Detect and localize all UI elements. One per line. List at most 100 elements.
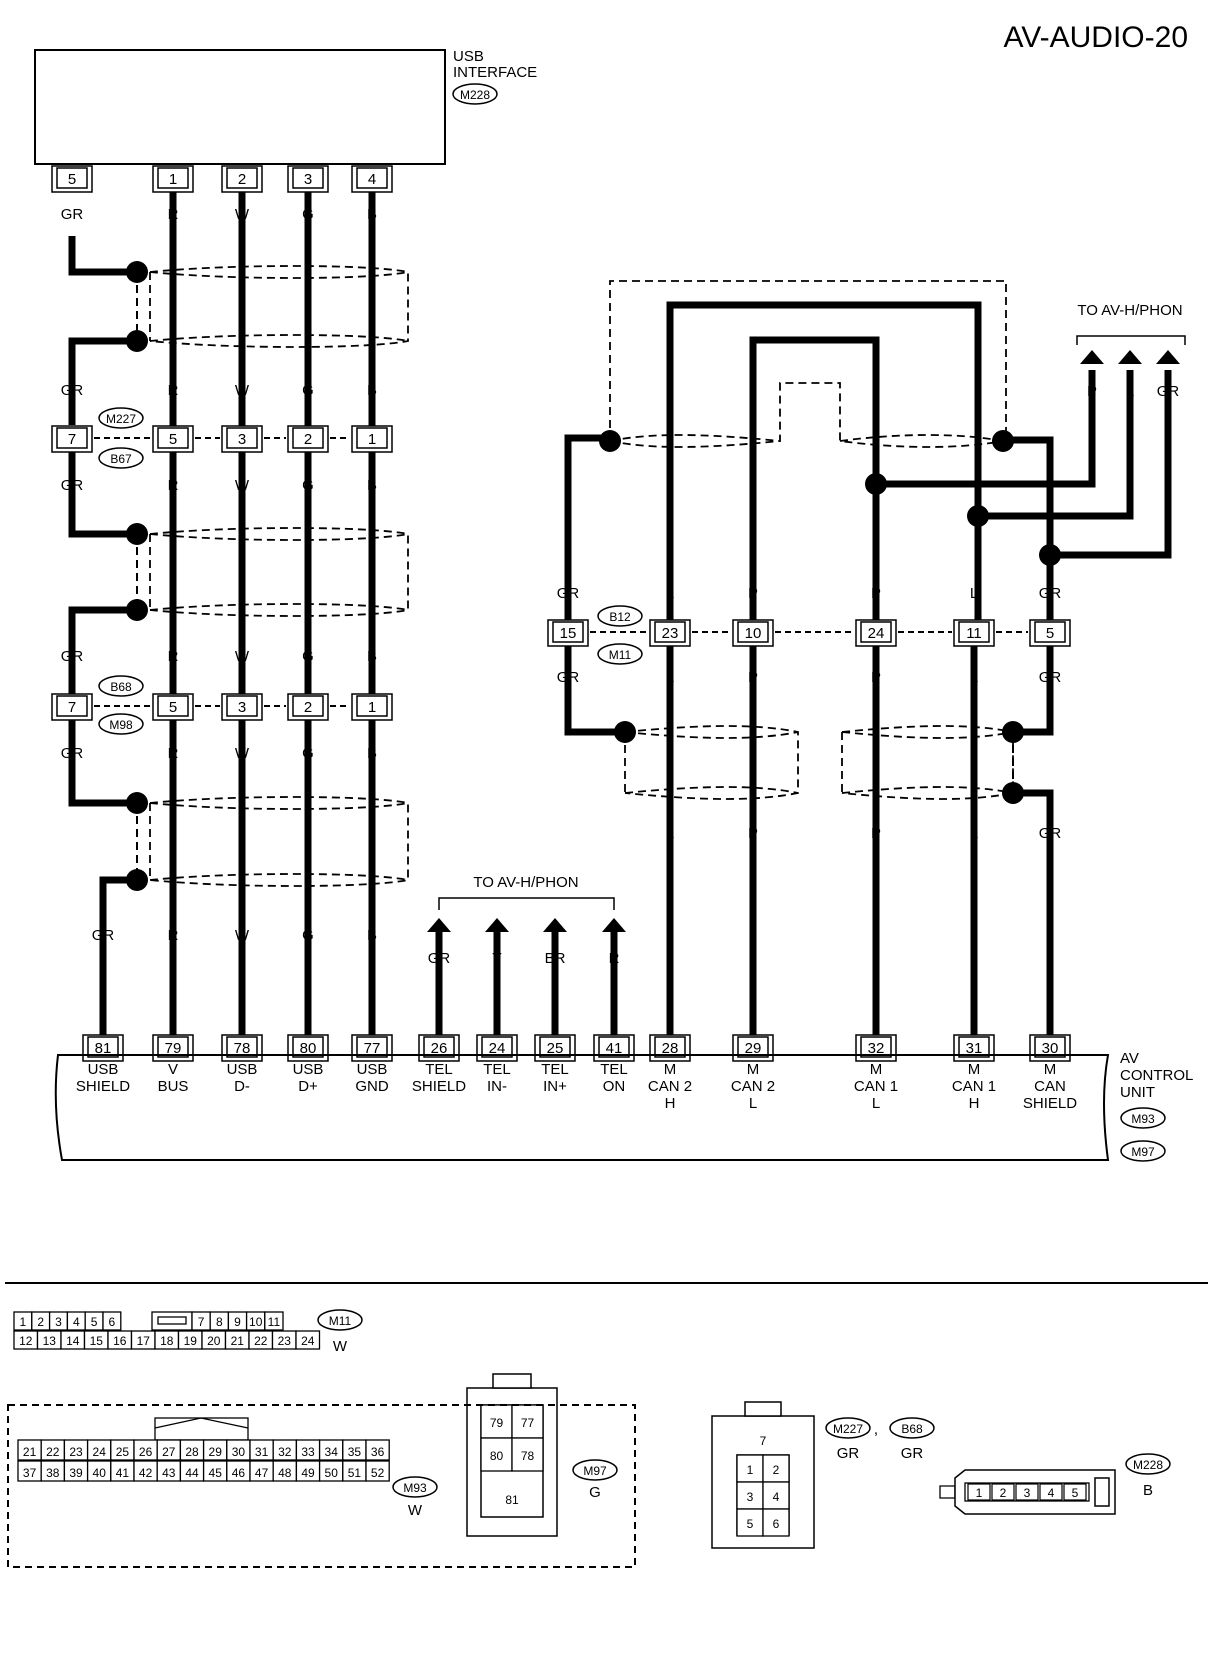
usb-wire-color-j1a-0: GR [61, 382, 84, 399]
m227-tab [744, 1401, 782, 1417]
m227-text-1: 1 [747, 1463, 754, 1477]
usb-wire-color-j2b-1: R [168, 745, 179, 762]
can-joint-pin-3-label: 24 [868, 625, 885, 642]
usb-interface-name-1: USB [453, 48, 484, 65]
shield-drain-dot-4 [126, 599, 148, 621]
can-color-bot-5: GR [1039, 825, 1062, 842]
usb-wire-color-j2a-0: GR [61, 648, 84, 665]
m93-text-47: 47 [255, 1466, 269, 1480]
m228-text-1: 1 [976, 1486, 983, 1500]
m11-text-7: 7 [198, 1315, 205, 1329]
can-color-bot-3: P [871, 825, 881, 842]
m93-text-25: 25 [116, 1445, 130, 1459]
tel-arrow-1 [485, 918, 509, 932]
m11-text-15: 15 [90, 1334, 104, 1348]
m11-text-12: 12 [19, 1334, 33, 1348]
av-label-81-a: USB [88, 1061, 119, 1078]
joint2-pin-3-label: 2 [304, 699, 312, 716]
m227-text-6: 6 [773, 1517, 780, 1531]
usb-shield-seg-1 [68, 236, 137, 276]
m97-cell-78 [511, 1437, 544, 1472]
m11-text-19: 19 [184, 1334, 198, 1348]
can-label-4-1: CAN 1 [952, 1078, 996, 1095]
av-pin-30: 30 [1029, 1034, 1071, 1062]
m93-text-51: 51 [348, 1466, 362, 1480]
tel-label-0-a: TEL [425, 1061, 453, 1078]
av-pin-25: 25 [534, 1034, 576, 1062]
usb-shield-seg-2 [68, 337, 137, 425]
m97-tab [492, 1373, 532, 1389]
right-phone-arrow-1 [1118, 350, 1142, 364]
joint2-upper-id-label: B68 [110, 680, 132, 694]
av-label-77-b: GND [355, 1078, 389, 1095]
can-label-3-2: L [872, 1095, 880, 1112]
m11-text-9: 9 [234, 1315, 241, 1329]
can2l-upper [749, 336, 880, 620]
usb-wire-color-j1a-1: R [168, 382, 179, 399]
tel-label-0-b: SHIELD [412, 1078, 466, 1095]
m227-text-5: 5 [747, 1517, 754, 1531]
tel-label-1-b: IN- [487, 1078, 507, 1095]
av-pin-80: 80 [287, 1034, 329, 1062]
m93-text-49: 49 [301, 1466, 315, 1480]
tel-label-1-a: TEL [483, 1061, 511, 1078]
m93-text-27: 27 [162, 1445, 176, 1459]
usb-shield-seg-5 [68, 720, 137, 807]
m11-color: W [333, 1338, 348, 1355]
joint1-pin-1-label: 5 [169, 431, 177, 448]
tel-arrow-0 [427, 918, 451, 932]
m93-text-28: 28 [185, 1445, 199, 1459]
branch-p [876, 370, 1096, 488]
can-label-4-0: M [968, 1061, 981, 1078]
m93-text-42: 42 [139, 1466, 153, 1480]
joint2-pin-1-label: 5 [169, 699, 177, 716]
usb-wire-color-j2b-3: G [302, 745, 314, 762]
av-unit-name-1: AV [1120, 1050, 1139, 1067]
m97-color: G [589, 1484, 601, 1501]
can-color-bot-2: P [748, 825, 758, 842]
joint1-pin-2: 3 [221, 425, 263, 453]
splice-can1h [967, 505, 989, 527]
usb-shield-seg-3 [68, 452, 137, 538]
m93-text-43: 43 [162, 1466, 176, 1480]
can-label-5-2: SHIELD [1023, 1095, 1077, 1112]
tel-to-label: TO AV-H/PHON [473, 874, 578, 891]
usb-wire-color-bot-1: R [168, 927, 179, 944]
right-phone-bracket [1076, 335, 1186, 345]
tel-wire-color-3: R [609, 950, 620, 967]
m93-text-30: 30 [232, 1445, 246, 1459]
can-color-top-2: P [748, 585, 758, 602]
m228-color: B [1143, 1482, 1153, 1499]
m93-cell-36 [365, 1439, 390, 1461]
m227-text-7: 7 [760, 1434, 767, 1448]
can-joint-pin-3: 24 [855, 619, 897, 647]
m11-id: M11 [317, 1309, 363, 1331]
m227-id-label: M227 [833, 1422, 863, 1436]
can-joint-pin-4-label: 11 [966, 625, 982, 642]
av-pin-31-label: 31 [966, 1040, 983, 1057]
right-phone-arrow-0 [1080, 350, 1104, 364]
m11-text-20: 20 [207, 1334, 221, 1348]
can-color-top-5: GR [1039, 585, 1062, 602]
m228-text-3: 3 [1024, 1486, 1031, 1500]
m11-text-6: 6 [109, 1315, 116, 1329]
m97-cell-80 [480, 1437, 513, 1472]
can-label-2-2: L [749, 1095, 757, 1112]
av-label-80-a: USB [293, 1061, 324, 1078]
av-pin-30-label: 30 [1042, 1040, 1059, 1057]
tel-label-3-b: ON [603, 1078, 626, 1095]
m11-text-13: 13 [43, 1334, 57, 1348]
m228-cell-5 [1063, 1483, 1087, 1501]
m93-text-26: 26 [139, 1445, 153, 1459]
av-label-78-a: USB [227, 1061, 258, 1078]
can-joint-pin-0: 15 [547, 619, 589, 647]
av-pin-77-label: 77 [364, 1040, 381, 1057]
m97-text-79: 79 [490, 1416, 504, 1430]
joint1-pin-1: 5 [152, 425, 194, 453]
tel-arrow-2 [543, 918, 567, 932]
can-label-5-1: CAN [1034, 1078, 1066, 1095]
av-pin-28: 28 [649, 1034, 691, 1062]
usb-wire-color-j2b-2: W [235, 745, 250, 762]
m11-text-22: 22 [254, 1334, 268, 1348]
m228-text-4: 4 [1048, 1486, 1055, 1500]
